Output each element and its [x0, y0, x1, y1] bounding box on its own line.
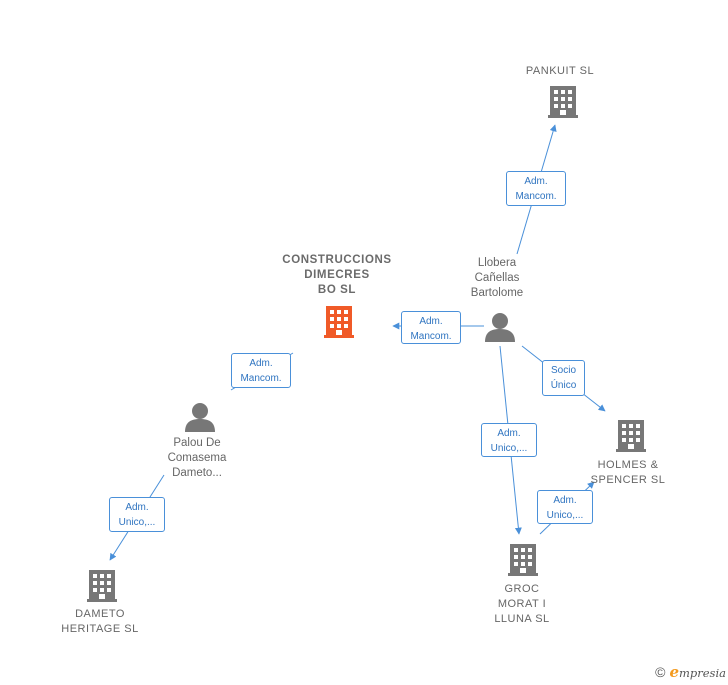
edge-label-llobera-holmes[interactable]: Socio Único	[542, 360, 585, 396]
building-icon-pankuit[interactable]	[548, 86, 578, 118]
edge-label-groc-holmes[interactable]: Adm. Unico,...	[537, 490, 593, 524]
node-label-construccions[interactable]: CONSTRUCCIONS DIMECRES BO SL	[282, 254, 392, 296]
node-label-palou[interactable]: Palou De Comasema Dameto...	[167, 437, 227, 479]
building-icon-construccions[interactable]	[324, 306, 354, 338]
edge-label-llobera-construccions[interactable]: Adm. Mancom.	[401, 311, 461, 344]
footer-brand: © empresia	[655, 663, 726, 681]
node-label-dameto[interactable]: DAMETO HERITAGE SL	[61, 608, 139, 635]
building-icon-dameto[interactable]	[87, 570, 117, 602]
node-label-pankuit[interactable]: PANKUIT SL	[525, 65, 595, 77]
edge-label-palou-dameto[interactable]: Adm. Unico,...	[109, 497, 165, 532]
node-label-llobera[interactable]: Llobera Cañellas Bartolome	[470, 257, 524, 299]
person-icon-llobera[interactable]	[485, 313, 515, 342]
node-label-holmes[interactable]: HOLMES & SPENCER SL	[590, 459, 666, 486]
node-label-groc[interactable]: GROC MORAT I LLUNA SL	[494, 583, 550, 625]
edge-label-llobera-pankuit[interactable]: Adm. Mancom.	[506, 171, 566, 206]
edge-label-llobera-groc[interactable]: Adm. Unico,...	[481, 423, 537, 457]
edge-label-palou-construccions[interactable]: Adm. Mancom.	[231, 353, 291, 388]
empresia-logo[interactable]: empresia	[669, 663, 726, 681]
building-icon-groc[interactable]	[508, 544, 538, 576]
building-icon-holmes[interactable]	[616, 420, 646, 452]
person-icon-palou[interactable]	[185, 403, 215, 432]
copyright-icon: ©	[655, 664, 666, 680]
